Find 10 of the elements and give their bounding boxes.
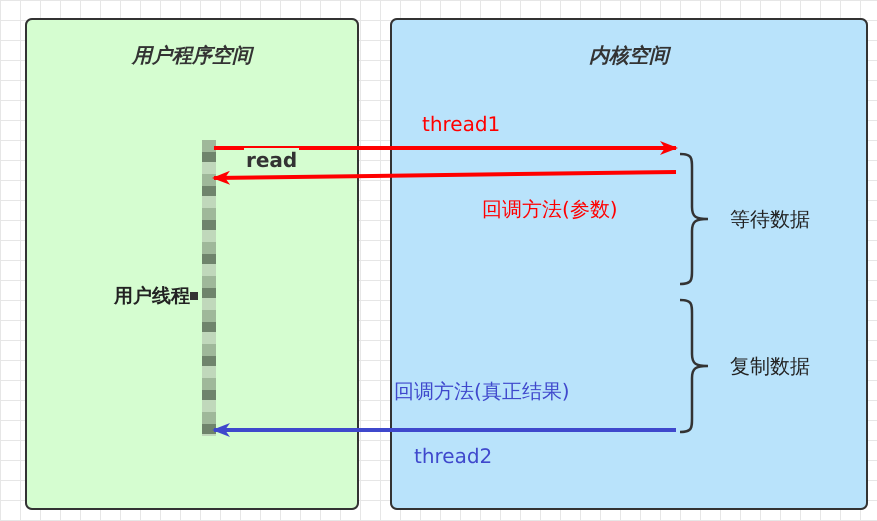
panel [390, 18, 868, 510]
arrow [214, 141, 678, 155]
panel-title: 内核空间 [392, 42, 866, 69]
arrow [212, 170, 676, 185]
brace-label: 复制数据 [730, 353, 810, 380]
thread-label: 用户线程 [114, 284, 190, 309]
arrow [212, 423, 676, 437]
panel [25, 18, 359, 510]
brace-label: 等待数据 [730, 206, 810, 233]
panel-title: 用户程序空间 [27, 42, 357, 69]
